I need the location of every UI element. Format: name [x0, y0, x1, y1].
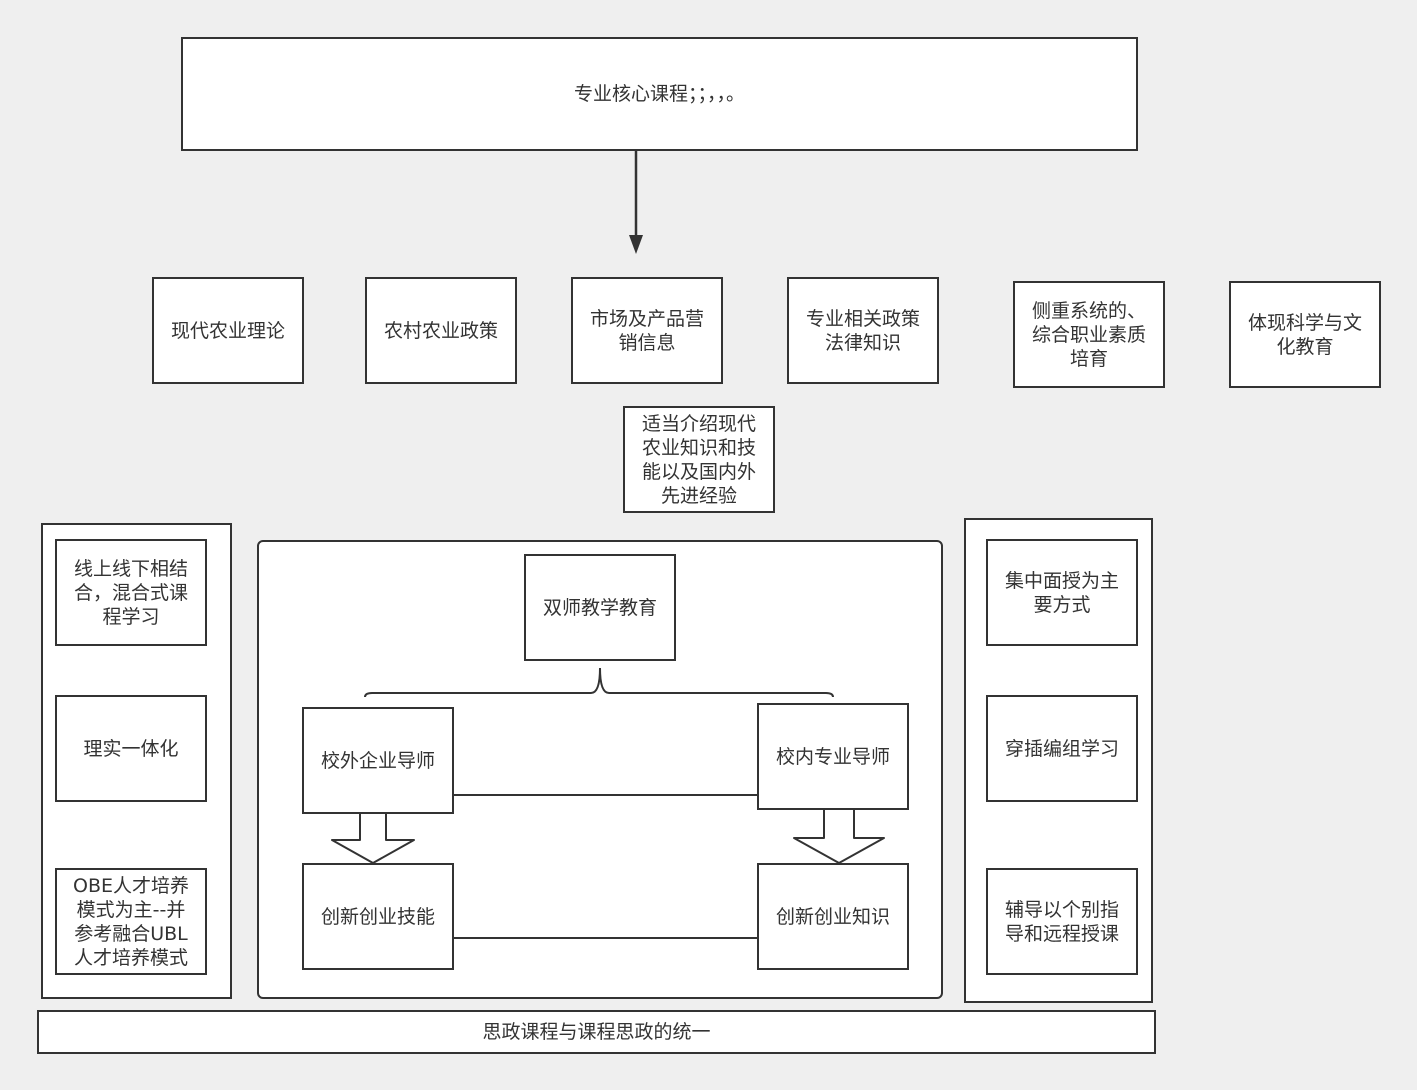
category-box-1: 现代农业理论: [152, 277, 304, 384]
right-item-2: 穿插编组学习: [986, 695, 1138, 802]
left-item-label: 理实一体化: [83, 737, 179, 760]
external-mentor-box: 校外企业导师: [302, 707, 454, 814]
block-arrow-right: [793, 807, 885, 864]
left-item-label: 线上线下相结合，混合式课程学习: [73, 557, 188, 628]
bottom-bar-label: 思政课程与课程思政的统一: [482, 1021, 711, 1043]
innovation-knowledge-label: 创新创业知识: [775, 905, 890, 928]
innovation-knowledge-box: 创新创业知识: [757, 863, 909, 970]
right-item-label: 辅导以个别指导和远程授课: [1004, 898, 1119, 945]
category-label: 农村农业政策: [383, 319, 498, 342]
category-box-5: 侧重系统的、综合职业素质培育: [1013, 281, 1165, 388]
right-item-label: 集中面授为主要方式: [1004, 569, 1119, 616]
core-courses-label: 专业核心课程；；，，。: [573, 83, 745, 105]
left-item-1: 线上线下相结合，混合式课程学习: [55, 539, 207, 646]
category-label: 现代农业理论: [170, 319, 285, 342]
left-item-2: 理实一体化: [55, 695, 207, 802]
internal-mentor-label: 校内专业导师: [775, 745, 890, 768]
core-courses-box: 专业核心课程；；，，。: [181, 37, 1138, 151]
category-box-3: 市场及产品营销信息: [571, 277, 723, 384]
innovation-skills-label: 创新创业技能: [320, 905, 435, 928]
left-item-label: OBE人才培养模式为主--并参考融合UBL人才培养模式: [73, 874, 189, 969]
dual-teacher-box: 双师教学教育: [524, 554, 676, 661]
arrow-head: [629, 235, 643, 254]
right-item-1: 集中面授为主要方式: [986, 539, 1138, 646]
category-box-6: 体现科学与文化教育: [1229, 281, 1381, 388]
dual-teacher-label: 双师教学教育: [542, 596, 657, 619]
external-mentor-label: 校外企业导师: [320, 749, 435, 772]
intro-label: 适当介绍现代农业知识和技能以及国内外先进经验: [641, 412, 756, 507]
category-box-4: 专业相关政策法律知识: [787, 277, 939, 384]
category-label: 市场及产品营销信息: [589, 307, 704, 354]
block-arrow-left: [331, 812, 415, 864]
left-item-3: OBE人才培养模式为主--并参考融合UBL人才培养模式: [55, 868, 207, 975]
right-item-3: 辅导以个别指导和远程授课: [986, 868, 1138, 975]
bottom-bar: 思政课程与课程思政的统一: [37, 1010, 1156, 1054]
category-box-2: 农村农业政策: [365, 277, 517, 384]
right-item-label: 穿插编组学习: [1004, 737, 1119, 760]
category-label: 专业相关政策法律知识: [805, 307, 920, 354]
brace: [364, 667, 834, 698]
intro-box: 适当介绍现代农业知识和技能以及国内外先进经验: [623, 406, 775, 513]
category-label: 体现科学与文化教育: [1247, 311, 1362, 358]
innovation-skills-box: 创新创业技能: [302, 863, 454, 970]
internal-mentor-box: 校内专业导师: [757, 703, 909, 810]
category-label: 侧重系统的、综合职业素质培育: [1031, 299, 1146, 370]
